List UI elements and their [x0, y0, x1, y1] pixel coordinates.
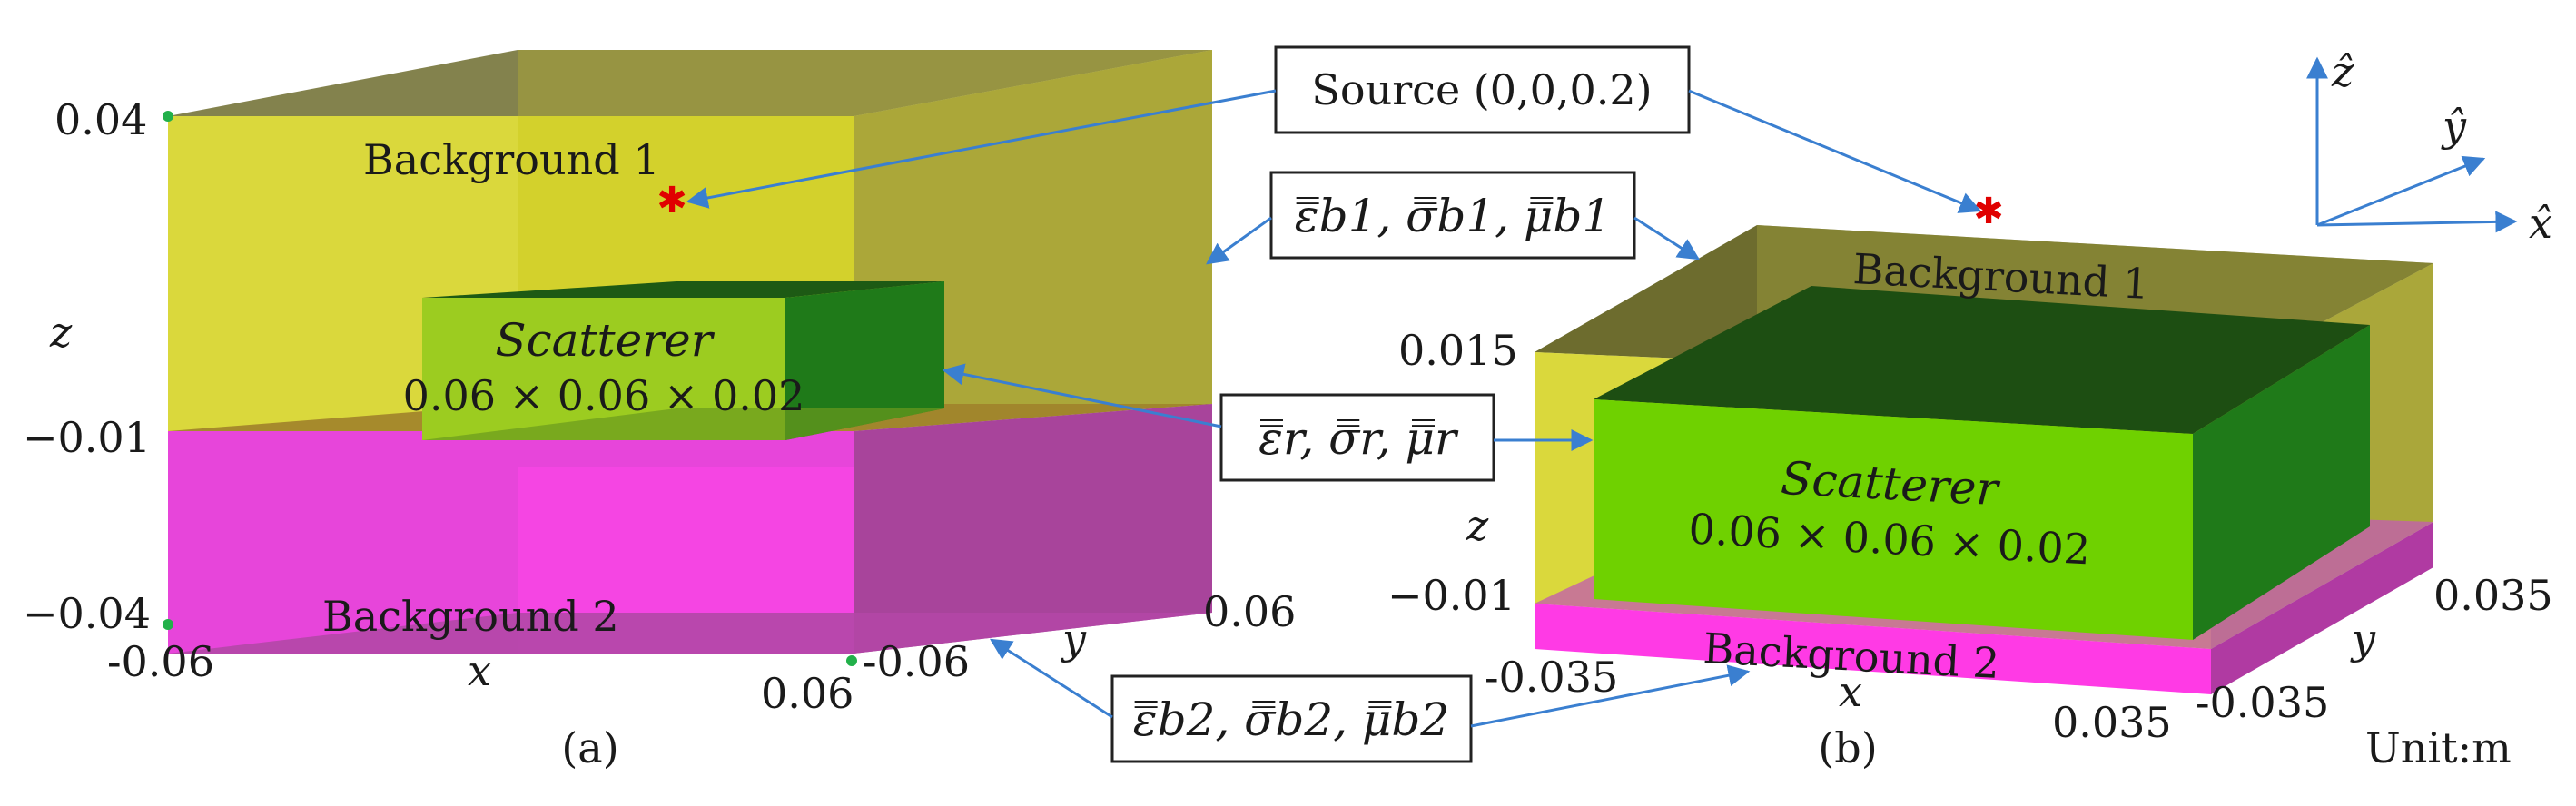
- z-tick-mid-a: −0.01: [23, 413, 151, 462]
- y-tick-max-b: 0.035: [2433, 571, 2553, 620]
- scatterer-block-b: [1594, 286, 2370, 640]
- y-axis-arrow: [2316, 155, 2486, 227]
- unit-label: Unit:m: [2365, 723, 2512, 772]
- z-axis-label-a: z: [49, 308, 73, 357]
- source-marker-b: ✱: [1973, 191, 2004, 232]
- y-axis-label-b: y: [2350, 614, 2376, 663]
- y-axis-label-a: y: [1061, 614, 1087, 663]
- x-axis-arrow: [2316, 211, 2518, 233]
- material-b2-label: ε̿b2, σ̿b2, μ̿b2: [1133, 693, 1450, 746]
- material-b1-label: ε̿b1, σ̿b1, μ̿b1: [1295, 190, 1612, 242]
- arrow-b2-to-b: [1470, 664, 1751, 728]
- z-tick-mid-b: −0.01: [1387, 571, 1515, 620]
- corner-marker: [163, 111, 173, 122]
- z-tick-top-a: 0.04: [54, 95, 147, 144]
- arrow-b1-to-a: [1206, 216, 1272, 265]
- z-axis-label-b: z: [1466, 501, 1489, 550]
- x-tick-min-b: -0.035: [1485, 653, 1618, 702]
- x-tick-max-a: 0.06: [761, 669, 854, 718]
- panel-a: ✱ Background 1 Background 2 Scatterer 0.…: [23, 50, 1296, 772]
- x-hat-label: x̂: [2529, 199, 2552, 248]
- scatterer-dims-a: 0.06 × 0.06 × 0.02: [403, 371, 805, 420]
- material-r-label: ε̿r, σ̿r, μ̿r: [1258, 412, 1459, 465]
- caption-b: (b): [1818, 723, 1877, 772]
- y-tick-min-b: -0.035: [2196, 678, 2329, 727]
- source-callout: Source (0,0,0.2): [1274, 45, 1691, 134]
- y-tick-min-a: -0.06: [863, 637, 970, 686]
- background-1-label-a: Background 1: [363, 135, 660, 184]
- scatterer-block: [422, 281, 944, 440]
- corner-marker: [846, 655, 857, 666]
- background-2-label-a: Background 2: [322, 592, 619, 641]
- arrow-source-to-b: [1688, 89, 1982, 213]
- material-b2-callout: ε̿b2, σ̿b2, μ̿b2: [1110, 674, 1473, 763]
- source-label: Source (0,0,0.2): [1311, 65, 1652, 114]
- arrow-r-to-a: [942, 363, 1222, 428]
- scatterer-name-a: Scatterer: [495, 314, 715, 367]
- arrow-b1-to-b: [1633, 216, 1701, 260]
- x-tick-min-a: -0.06: [107, 637, 214, 686]
- panel-b: ✱ Background 1 Background 2 Scatterer 0.…: [1387, 191, 2553, 772]
- x-axis-label-a: x: [468, 646, 491, 695]
- material-b1-callout: ε̿b1, σ̿b1, μ̿b1: [1269, 171, 1636, 260]
- y-tick-max-a: 0.06: [1203, 587, 1296, 636]
- z-tick-bottom-a: −0.04: [23, 589, 151, 638]
- z-tick-top-b: 0.015: [1398, 326, 1518, 375]
- caption-a: (a): [561, 723, 618, 772]
- source-marker-a: ✱: [656, 180, 687, 221]
- corner-marker: [163, 619, 173, 630]
- x-tick-max-b: 0.035: [2052, 698, 2172, 747]
- axis-triad: ẑ ŷ x̂: [2306, 47, 2552, 248]
- arrow-source-to-a: [686, 89, 1277, 209]
- background-2-block: [168, 404, 1212, 654]
- y-hat-label: ŷ: [2441, 102, 2467, 151]
- arrow-b2-to-a: [989, 638, 1113, 719]
- x-axis-label-b: x: [1839, 667, 1862, 716]
- scatterer-name-b: Scatterer: [1780, 452, 2002, 516]
- callout-arrows: [686, 89, 1982, 728]
- material-r-callout: ε̿r, σ̿r, μ̿r: [1219, 393, 1495, 482]
- z-hat-label: ẑ: [2331, 47, 2354, 96]
